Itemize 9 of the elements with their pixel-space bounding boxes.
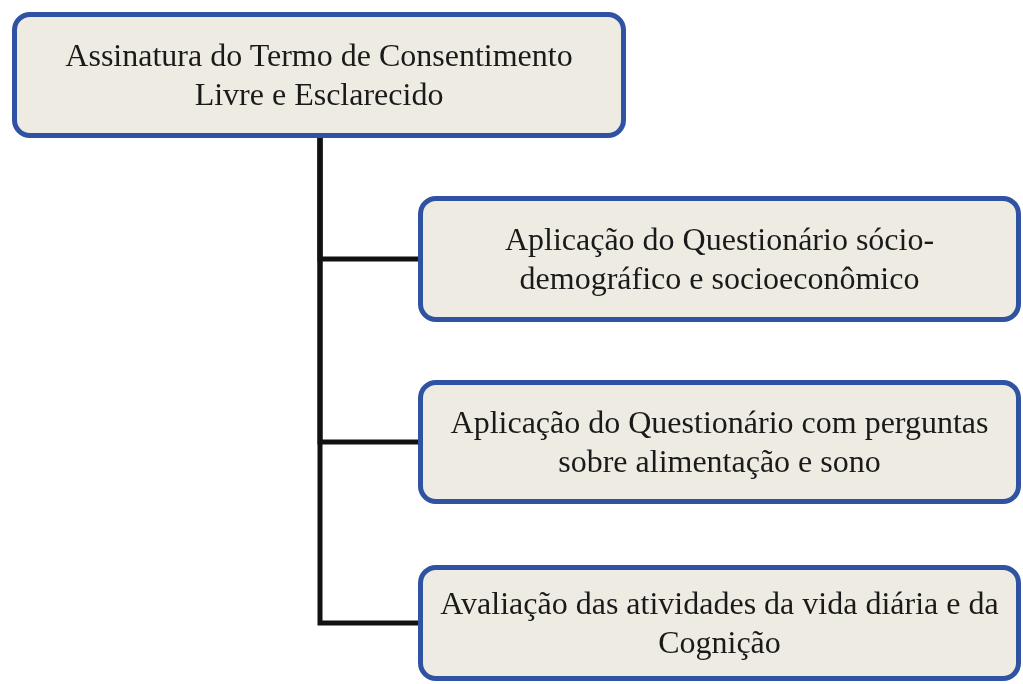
connector-line	[317, 138, 418, 626]
box-text: Aplicação do Questionário com perguntas sobre alimentação e sono	[449, 402, 990, 481]
process-box	[418, 380, 1021, 504]
process-box	[418, 196, 1021, 322]
box-text: Avaliação das atividades da vida diária e da Cognição	[439, 583, 1000, 662]
process-box	[12, 12, 626, 138]
box-text: Assinatura do Termo de Consentimento Livre e Esclarecido	[64, 35, 574, 114]
box-text: Aplicação do Questionário sócio-demográfico e socioeconômico	[503, 219, 936, 298]
process-box	[418, 565, 1021, 681]
